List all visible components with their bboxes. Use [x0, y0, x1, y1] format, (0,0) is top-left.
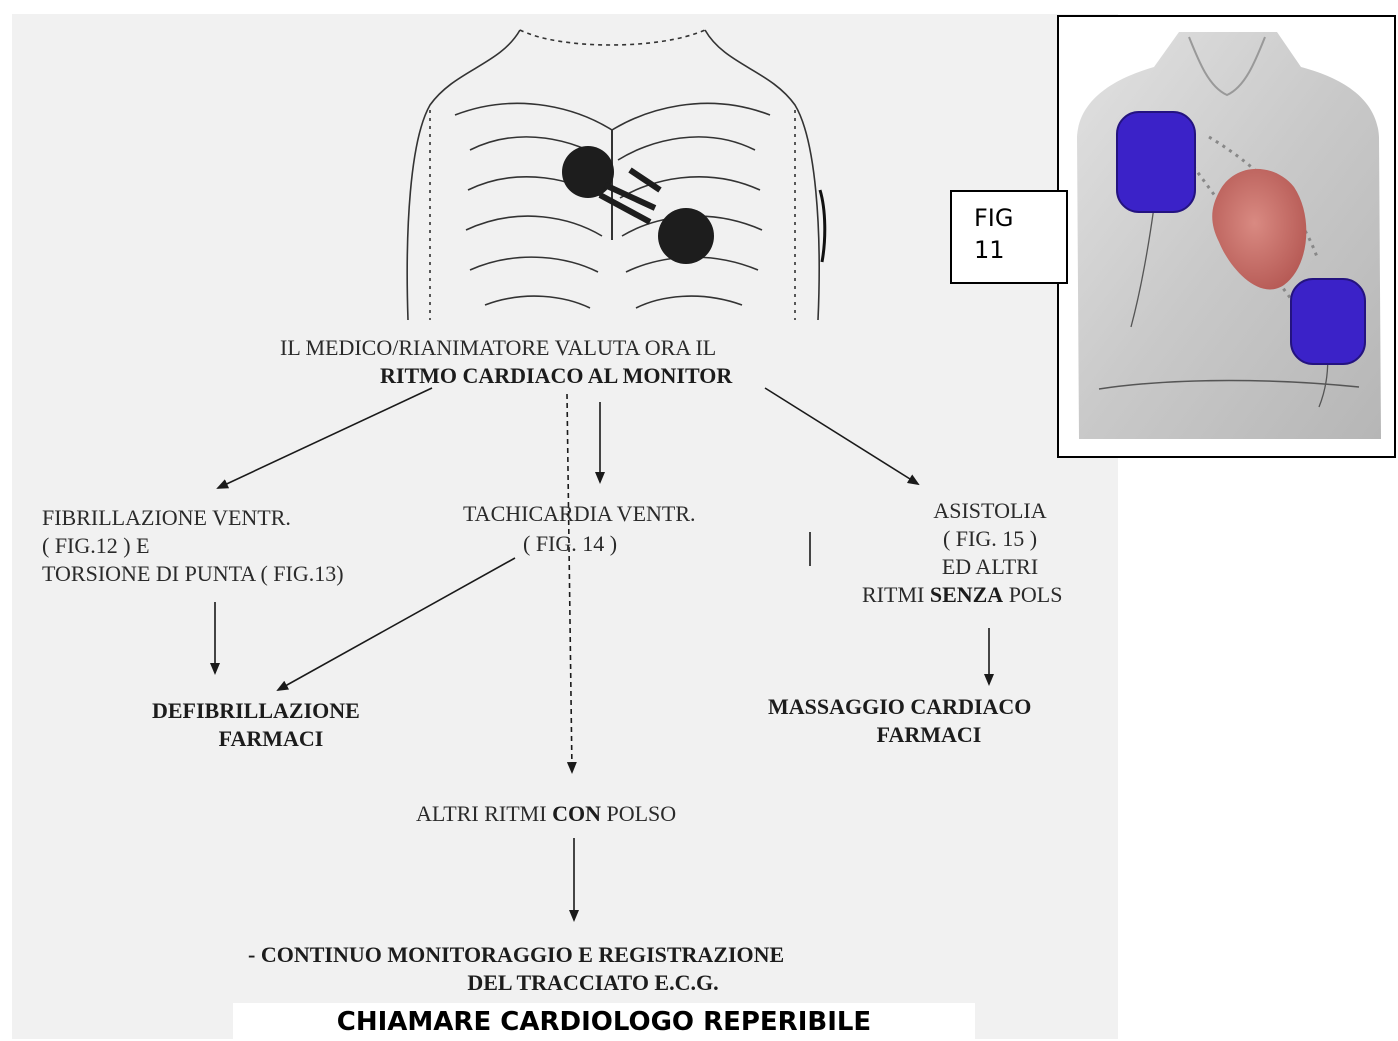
figure-11-label: FIG 11 [950, 190, 1068, 284]
asystole-line-2: ( FIG. 15 ) [930, 525, 1050, 553]
monitoring-line-1: - CONTINUO MONITORAGGIO E REGISTRAZIONE [248, 941, 784, 969]
monitoring-line-2: DEL TRACCIATO E.C.G. [248, 969, 938, 997]
cardiac-massage-line-1: MASSAGGIO CARDIACO [768, 693, 1031, 721]
upper-paddle-sketch [562, 146, 614, 198]
figure-11-photo [1057, 15, 1396, 458]
arrow-to-fibrillation [218, 388, 432, 488]
defibrillator-pads-illustration [1059, 17, 1394, 456]
pulse-rhythms-text: ALTRI RITMI CON POLSO [416, 800, 676, 828]
defibrillation-line-2: FARMACI [152, 725, 390, 753]
tachycardia-line-2: ( FIG. 14 ) [523, 530, 617, 558]
header-line-1: IL MEDICO/RIANIMATORE VALUTA ORA IL [280, 334, 716, 362]
asystole-line-3: ED ALTRI [920, 553, 1060, 581]
fibrillation-line-1: FIBRILLAZIONE VENTR. [42, 504, 291, 532]
dashed-arrow-to-pulse-rhythms [567, 394, 572, 772]
lower-pad [1291, 279, 1365, 364]
fibrillation-line-2: ( FIG.12 ) E [42, 532, 150, 560]
cardiac-massage-line-2: FARMACI [768, 721, 1090, 749]
upper-pad [1117, 112, 1195, 212]
call-cardiologist-banner: CHIAMARE CARDIOLOGO REPERIBILE [233, 1003, 975, 1039]
lower-paddle-sketch [658, 208, 714, 264]
chest-sketch [407, 30, 825, 320]
arrow-to-asystole [765, 388, 918, 484]
fibrillation-line-3: TORSIONE DI PUNTA ( FIG.13) [42, 560, 344, 588]
header-line-2: RITMO CARDIACO AL MONITOR [380, 362, 732, 390]
defibrillation-line-1: DEFIBRILLAZIONE [152, 697, 360, 725]
flow-arrows [215, 388, 989, 920]
asystole-line-4: RITMI SENZA POLS [862, 581, 1062, 609]
asystole-line-1: ASISTOLIA [930, 497, 1050, 525]
tachycardia-line-1: TACHICARDIA VENTR. [463, 500, 696, 528]
